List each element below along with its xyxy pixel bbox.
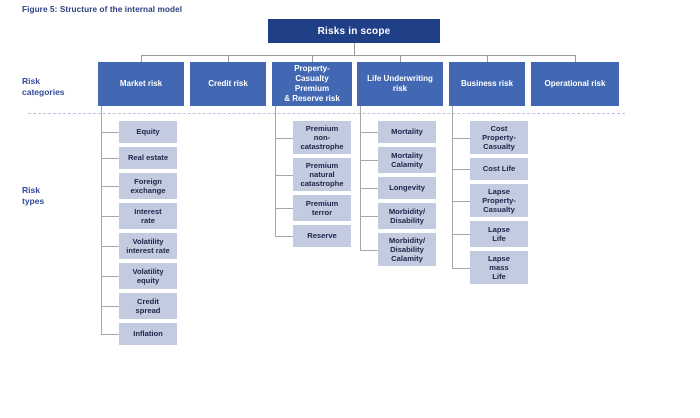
category-box-life-underwriting-risk[interactable]: Life Underwriting risk <box>357 62 443 106</box>
connector-root-drop <box>354 43 355 55</box>
connector-stub <box>452 169 470 170</box>
row-label-risk-categories: Risk categories <box>22 76 65 97</box>
risk-type-box[interactable]: Cost Property- Casualty <box>470 121 528 154</box>
connector-stub <box>360 132 378 133</box>
risk-type-box[interactable]: Cost Life <box>470 158 528 180</box>
risk-type-box[interactable]: Morbidity/ Disability Calamity <box>378 233 436 266</box>
category-box-property-casualty-premium-reserve-risk[interactable]: Property- Casualty Premium & Reserve ris… <box>272 62 352 106</box>
risk-type-box[interactable]: Premium non- catastrophe <box>293 121 351 154</box>
risk-type-box[interactable]: Morbidity/ Disability <box>378 203 436 229</box>
connector-spine-market-risk <box>101 106 102 334</box>
category-box-credit-risk[interactable]: Credit risk <box>190 62 266 106</box>
connector-stub <box>275 236 293 237</box>
risk-type-box[interactable]: Credit spread <box>119 293 177 319</box>
connector-stub <box>101 276 119 277</box>
section-divider <box>28 113 625 114</box>
risk-type-box[interactable]: Volatility interest rate <box>119 233 177 259</box>
connector-stub <box>452 200 470 202</box>
connector-stub <box>360 188 378 189</box>
category-box-business-risk[interactable]: Business risk <box>449 62 525 106</box>
connector-horizontal-bus <box>141 55 575 56</box>
connector-stub <box>101 334 119 335</box>
connector-to-market-risk <box>141 55 142 62</box>
connector-stub <box>101 306 119 307</box>
connector-spine-life-underwriting-risk <box>360 106 361 250</box>
connector-stub <box>360 216 378 217</box>
risk-type-box[interactable]: Reserve <box>293 225 351 247</box>
risk-type-box[interactable]: Lapse Life <box>470 221 528 247</box>
risk-type-box[interactable]: Volatility equity <box>119 263 177 289</box>
connector-spine-business-risk <box>452 106 453 268</box>
risk-type-box[interactable]: Real estate <box>119 147 177 169</box>
connector-stub <box>101 132 119 133</box>
category-box-operational-risk[interactable]: Operational risk <box>531 62 619 106</box>
risk-type-box[interactable]: Premium terror <box>293 195 351 221</box>
risk-type-box[interactable]: Premium natural catastrophe <box>293 158 351 191</box>
row-label-risk-types: Risk types <box>22 185 45 206</box>
connector-stub <box>452 267 470 269</box>
connector-stub <box>275 137 293 139</box>
connector-stub <box>452 234 470 235</box>
risk-type-box[interactable]: Longevity <box>378 177 436 199</box>
connector-stub <box>101 246 119 247</box>
connector-to-operational-risk <box>575 55 576 62</box>
figure-caption: Figure 5: Structure of the internal mode… <box>22 5 183 14</box>
connector-spine-property-casualty-premium-reserve-risk <box>275 106 276 236</box>
risk-type-box[interactable]: Mortality <box>378 121 436 143</box>
risk-type-box[interactable]: Interest rate <box>119 203 177 229</box>
risk-type-box[interactable]: Lapse Property- Casualty <box>470 184 528 217</box>
connector-stub <box>360 160 378 161</box>
risk-type-box[interactable]: Lapse mass Life <box>470 251 528 284</box>
connector-to-property-casualty-premium-reserve-risk <box>312 55 313 62</box>
connector-to-business-risk <box>487 55 488 62</box>
connector-stub <box>101 158 119 159</box>
connector-stub <box>360 249 378 251</box>
category-box-market-risk[interactable]: Market risk <box>98 62 184 106</box>
connector-to-life-underwriting-risk <box>400 55 401 62</box>
connector-stub <box>275 174 293 176</box>
risk-type-box[interactable]: Foreign exchange <box>119 173 177 199</box>
risk-type-box[interactable]: Inflation <box>119 323 177 345</box>
risk-type-box[interactable]: Equity <box>119 121 177 143</box>
connector-stub <box>275 208 293 209</box>
risk-type-box[interactable]: Mortality Calamity <box>378 147 436 173</box>
connector-stub <box>452 137 470 139</box>
root-node-risks-in-scope[interactable]: Risks in scope <box>268 19 440 43</box>
connector-stub <box>101 186 119 187</box>
connector-to-credit-risk <box>228 55 229 62</box>
connector-stub <box>101 216 119 217</box>
